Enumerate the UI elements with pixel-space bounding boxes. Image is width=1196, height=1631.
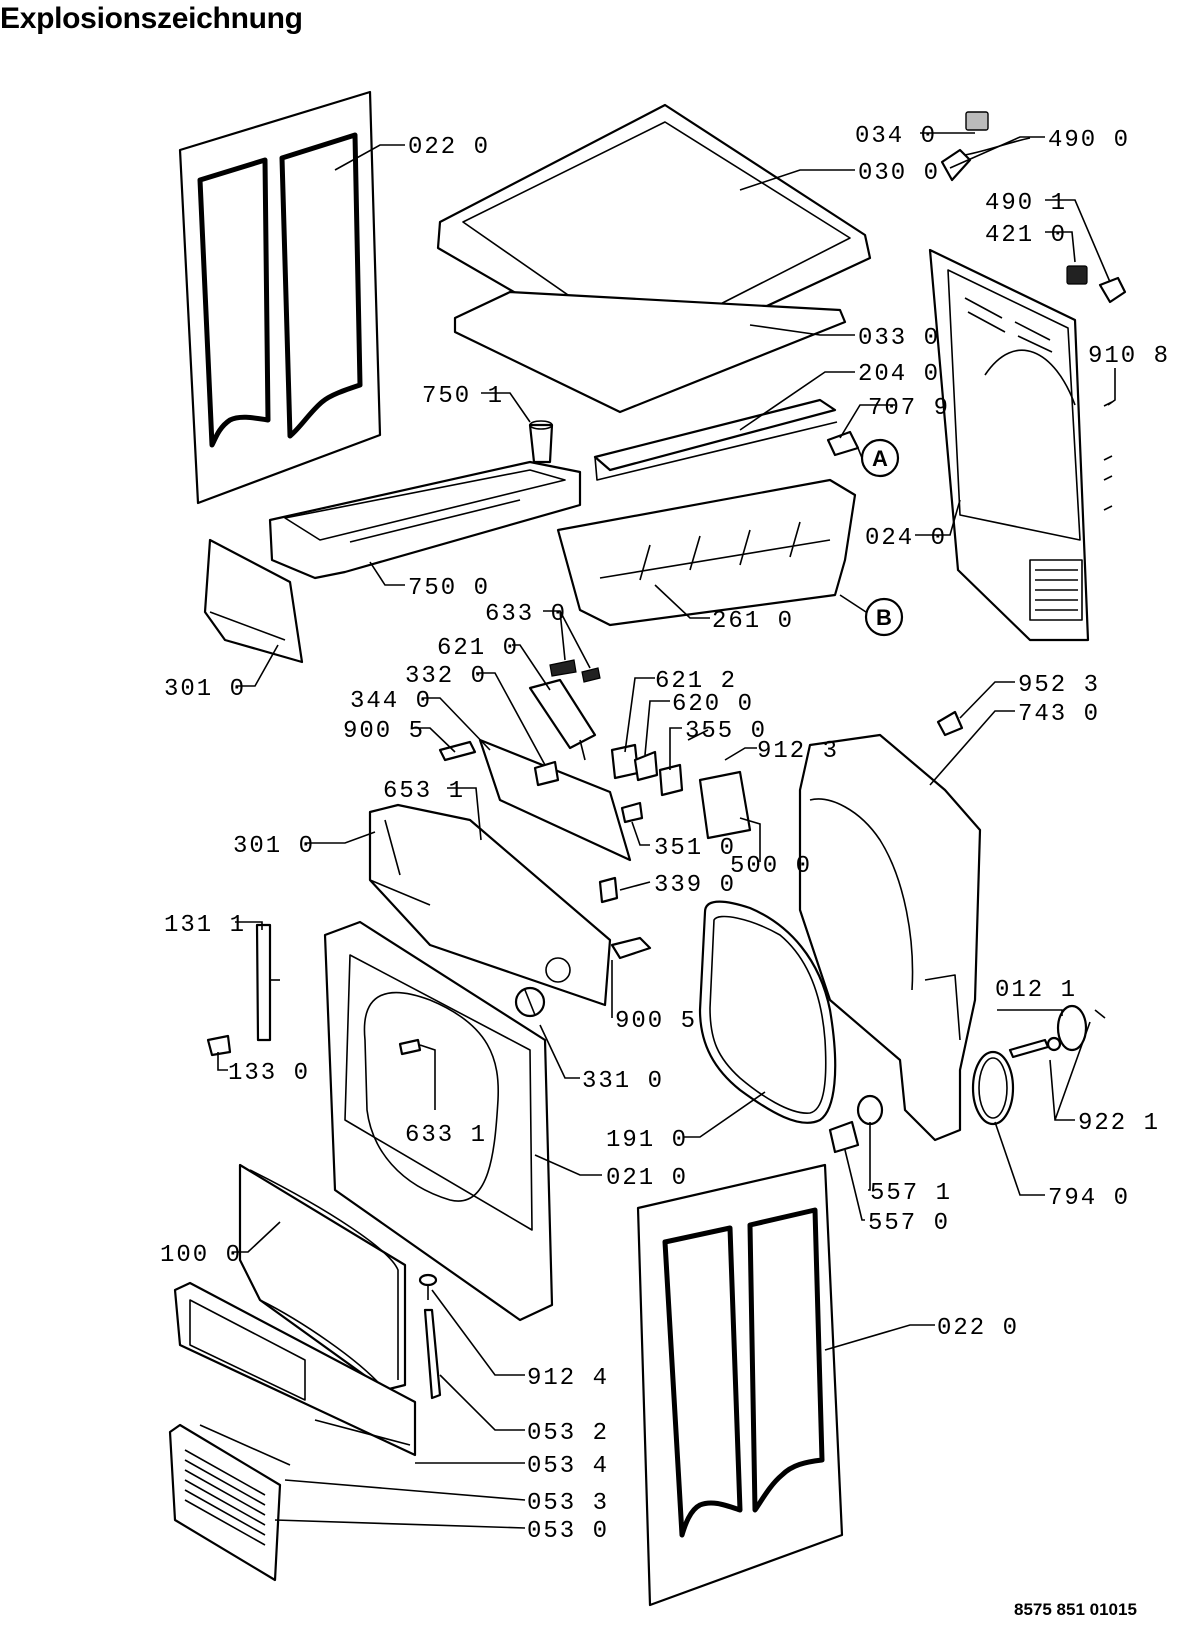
callout-a-leader: [857, 447, 863, 459]
part-label: 301 0: [233, 833, 315, 860]
part-label: 030 0: [858, 160, 940, 187]
part-label: 557 0: [868, 1210, 950, 1237]
front-panel: [323, 920, 554, 1322]
part-label: 033 0: [858, 325, 940, 352]
part-label: 034 0: [855, 123, 937, 150]
air-duct: [593, 398, 838, 481]
part-label: 022 0: [937, 1315, 1019, 1342]
door-gasket: [698, 900, 837, 1124]
drum-housing: [798, 710, 982, 1142]
shaft-assembly: [1008, 1004, 1106, 1059]
part-label: 952 3: [1018, 672, 1100, 699]
part-labels: 022 0 034 0 490 0 030 0 490 1 421 0 033 …: [160, 123, 1170, 1545]
part-label: 707 9: [868, 395, 950, 422]
part-label: 421 0: [985, 222, 1067, 249]
callout-b: B: [864, 597, 904, 637]
part-label: 301 0: [164, 676, 246, 703]
part-label: 351 0: [654, 835, 736, 862]
callout-b-text: B: [876, 605, 892, 630]
hose-connector: [826, 430, 860, 457]
kick-panel: [173, 1281, 417, 1457]
part-label: 024 0: [865, 525, 947, 552]
electronics-cluster: [438, 659, 752, 904]
lid-plate: [453, 290, 847, 414]
part-label: 022 0: [408, 134, 490, 161]
part-label: 133 0: [228, 1060, 310, 1087]
seal-rings: [828, 1094, 884, 1154]
document-number: 8575 851 01015: [1014, 1600, 1137, 1619]
door-switch: [255, 923, 280, 1042]
part-label: 053 4: [527, 1453, 609, 1480]
part-label: 053 3: [527, 1490, 609, 1517]
part-label: 794 0: [1048, 1185, 1130, 1212]
part-label: 750 0: [408, 575, 490, 602]
part-label: 620 0: [672, 691, 754, 718]
part-label: 490 1: [985, 190, 1067, 217]
part-label: 922 1: [1078, 1110, 1160, 1137]
part-label: 131 1: [164, 912, 246, 939]
callout-b-leader: [839, 594, 867, 613]
part-label: 053 2: [527, 1420, 609, 1447]
part-label: 743 0: [1018, 701, 1100, 728]
part-label: 100 0: [160, 1242, 242, 1269]
part-label: 900 5: [615, 1008, 697, 1035]
side-panel-left: [178, 90, 382, 505]
part-label: 910 8: [1088, 343, 1170, 370]
condenser-tray: [556, 478, 857, 627]
container-housing: [268, 460, 582, 580]
part-label: 633 1: [405, 1122, 487, 1149]
part-label: 339 0: [654, 872, 736, 899]
part-label: 191 0: [606, 1127, 688, 1154]
part-label: 500 0: [730, 853, 812, 880]
part-label: 621 2: [655, 668, 737, 695]
leader-lines: [217, 132, 1116, 1529]
screws-910: [1103, 401, 1113, 511]
part-label: 900 5: [343, 718, 425, 745]
part-label: 633 0: [485, 601, 567, 628]
ventilation-grill: [168, 1423, 291, 1582]
hinge-screw: [418, 1273, 442, 1400]
part-label: 912 4: [527, 1365, 609, 1392]
part-label: 621 0: [437, 635, 519, 662]
rear-panel: [928, 248, 1090, 642]
part-label: 355 0: [685, 718, 767, 745]
part-label: 012 1: [995, 977, 1077, 1004]
part-label: 750 1: [422, 383, 504, 410]
side-panel-right: [636, 1163, 844, 1607]
part-label: 331 0: [582, 1068, 664, 1095]
door-catch: [206, 1034, 232, 1057]
callout-a: A: [860, 438, 900, 478]
part-label: 557 1: [870, 1180, 952, 1207]
part-label: 344 0: [350, 688, 432, 715]
part-label: 261 0: [712, 608, 794, 635]
part-label: 021 0: [606, 1165, 688, 1192]
program-knob: [514, 986, 546, 1018]
part-label: 653 1: [383, 778, 465, 805]
page-title: Explosionszeichnung: [0, 2, 303, 35]
part-label: 912 3: [757, 738, 839, 765]
belt-ring: [971, 1050, 1015, 1126]
water-tank-front: [203, 538, 304, 664]
part-label: 332 0: [405, 663, 487, 690]
callout-a-text: A: [872, 446, 888, 471]
part-label: 204 0: [858, 361, 940, 388]
control-panel: [368, 803, 652, 1007]
filter-holder: [528, 420, 554, 464]
part-label: 053 0: [527, 1518, 609, 1545]
part-label: 490 0: [1048, 127, 1130, 154]
